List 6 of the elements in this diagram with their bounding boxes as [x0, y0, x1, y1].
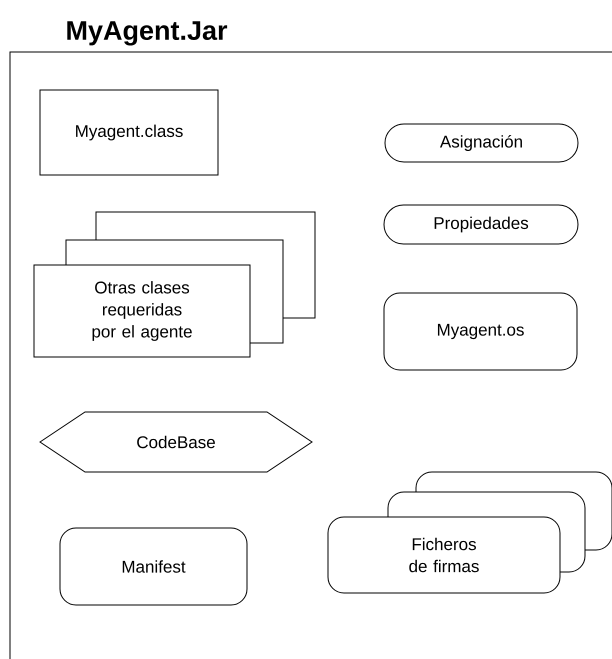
class-box: Myagent.class [40, 90, 218, 176]
stacked-rounded-boxes: Ficheros de firmas [328, 472, 612, 594]
node-label: por el agente [92, 325, 192, 341]
stacked-boxes: Otras clases requeridas por el agente [34, 212, 316, 358]
rounded-box: Myagent.os [384, 292, 578, 370]
rounded-box: Manifest [60, 528, 248, 606]
